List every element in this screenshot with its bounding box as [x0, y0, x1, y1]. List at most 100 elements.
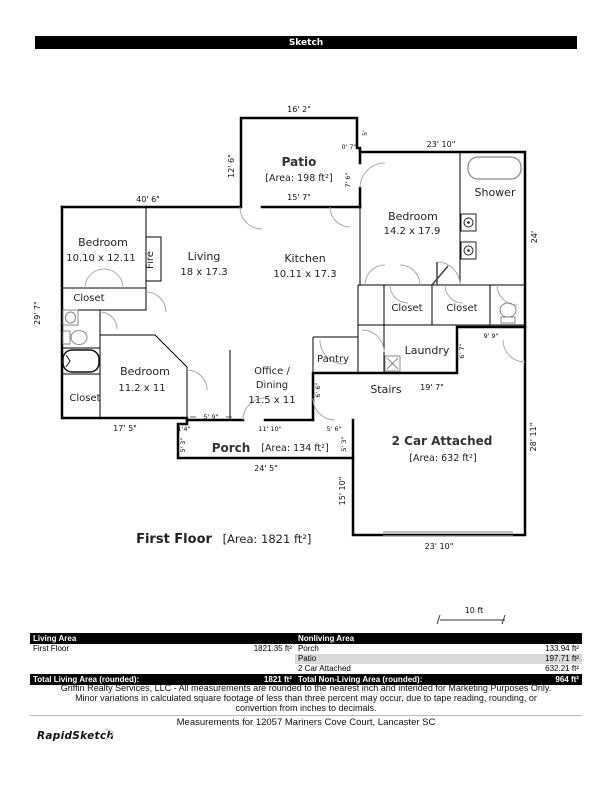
- room-label-closet-m1: Closet: [391, 303, 422, 314]
- dim-porch-step: 5' 9": [203, 413, 218, 421]
- room-label-office-1: Office /: [254, 366, 290, 377]
- table-header-row: Living Area Nonliving Area: [30, 633, 582, 644]
- nonliving-row-label: Porch: [297, 644, 319, 653]
- room-area-porch: [Area: 134 ft²]: [261, 443, 328, 454]
- page-title-bar: Sketch: [35, 36, 577, 49]
- room-label-shower: Shower: [475, 186, 516, 199]
- dim-patio-left: 12' 6": [227, 154, 236, 178]
- rapidsketch-logo: RapidSketch: [37, 728, 114, 742]
- fireplace: [145, 236, 162, 282]
- door-arcs: [84, 162, 526, 421]
- dim-master-top: 23' 10": [427, 140, 456, 149]
- exterior-walls: [60, 116, 527, 537]
- total-nonliving-label: Total Non-Living Area (rounded):: [297, 675, 423, 684]
- room-label-stairs: Stairs: [370, 383, 402, 396]
- first-floor-area: [Area: 1821 ft²]: [223, 532, 312, 546]
- room-dims-living: 18 x 17.3: [180, 267, 227, 278]
- total-nonliving-value: 964 ft²: [555, 675, 579, 684]
- total-living-label: Total Living Area (rounded):: [33, 675, 140, 684]
- total-living-value: 1821 ft²: [263, 675, 292, 684]
- room-label-bedroom2: Bedroom: [120, 365, 170, 378]
- dim-patio-bottom: 15' 7": [287, 193, 311, 202]
- dim-notch-h: 0' 7": [341, 143, 356, 151]
- dim-house-bottom-left: 17' 5": [113, 424, 137, 433]
- dim-garage-right: 28' 11": [529, 423, 538, 452]
- table-row: 2 Car Attached 632.21 ft²: [30, 664, 582, 674]
- dim-notch-v: 5': [361, 130, 369, 136]
- living-row-value: 1821.35 ft²: [253, 644, 292, 653]
- garage-door: [383, 531, 513, 537]
- sink-icon-left: [62, 309, 79, 326]
- nonliving-row-value: 632.21 ft²: [545, 664, 579, 673]
- disclaimer-line-3: convertion from inches to decimals.: [235, 702, 377, 713]
- toilet-icon-master: [499, 302, 517, 324]
- scale-bar: 10 ft: [436, 606, 506, 625]
- room-label-master-bedroom: Bedroom: [388, 210, 438, 223]
- room-labels: Patio [Area: 198 ft²] Bedroom 14.2 x 17.…: [66, 155, 516, 464]
- table-total-row: Total Living Area (rounded): 1821 ft² To…: [30, 674, 582, 685]
- room-label-closet-m2: Closet: [446, 303, 477, 314]
- area-summary-table: Living Area Nonliving Area First Floor 1…: [30, 633, 582, 685]
- bathtub-left: [62, 349, 100, 373]
- sink-icons-master: [460, 213, 477, 260]
- table-row: First Floor 1821.35 ft² Porch 133.94 ft²: [30, 644, 582, 654]
- address-line: Measurements for 12057 Mariners Cove Cou…: [176, 717, 436, 729]
- dimension-labels: 16' 2" 12' 6" 15' 7" 0' 7" 5' 7' 6" 23' …: [33, 105, 539, 551]
- room-area-patio: [Area: 198 ft²]: [265, 173, 332, 184]
- floor-caption: First Floor [Area: 1821 ft²]: [136, 532, 311, 547]
- bathtub-master: [467, 156, 522, 180]
- room-label-fireplace: Fire: [145, 251, 156, 269]
- divider: [30, 715, 582, 717]
- dim-house-top: 40' 6": [136, 195, 160, 204]
- nonliving-area-header: Nonliving Area: [297, 634, 355, 643]
- nonliving-row-label: Patio: [294, 654, 461, 664]
- room-label-garage: 2 Car Attached: [392, 434, 493, 448]
- living-area-header: Living Area: [33, 634, 77, 643]
- dim-porch-top: 11' 10": [258, 425, 281, 433]
- room-label-office-2: Dining: [256, 380, 288, 391]
- dim-porch-step2: 1'4": [177, 425, 190, 433]
- rapidsketch-logo-text: RapidSketch: [37, 730, 114, 742]
- room-label-kitchen: Kitchen: [284, 252, 325, 265]
- floor-plan: 16' 2" 12' 6" 15' 7" 0' 7" 5' 7' 6" 23' …: [33, 105, 539, 625]
- dim-master-right: 24': [530, 231, 539, 243]
- first-floor-label: First Floor: [136, 532, 212, 547]
- room-label-closet1: Closet: [73, 293, 104, 304]
- dim-house-left: 29' 7": [33, 301, 42, 325]
- room-dims-master-bedroom: 14.2 x 17.9: [384, 226, 441, 237]
- page-title: Sketch: [288, 37, 324, 48]
- room-dims-bedroom2: 11.2 x 11: [118, 383, 165, 394]
- room-label-closet2: Closet: [69, 393, 100, 404]
- room-label-porch: Porch: [212, 441, 251, 455]
- room-label-bedroom1: Bedroom: [78, 236, 128, 249]
- room-label-patio: Patio: [282, 155, 317, 169]
- dim-porch-right: 5' 3": [340, 436, 348, 451]
- dim-stairs-top: 19' 7": [420, 383, 444, 392]
- nonliving-row-value: 197.71 ft²: [460, 654, 582, 664]
- disclaimer-line-1: Griffin Realty Services, LLC - All measu…: [60, 683, 552, 693]
- dim-patio-top: 16' 2": [287, 105, 311, 114]
- living-row-label: First Floor: [33, 644, 69, 653]
- table-row: Patio 197.71 ft²: [30, 654, 582, 664]
- room-label-pantry: Pantry: [317, 354, 349, 365]
- logo-swoosh: [104, 728, 114, 741]
- nonliving-row-label: 2 Car Attached: [297, 664, 351, 673]
- nonliving-row-value: 133.94 ft²: [545, 644, 579, 653]
- dim-porch-left: 5' 3": [179, 437, 187, 452]
- dim-garage-left: 15' 10": [338, 477, 347, 506]
- dim-porch-top-right: 5' 6": [326, 425, 341, 433]
- toilet-icon-left: [62, 330, 88, 345]
- room-dims-kitchen: 10.11 x 17.3: [273, 269, 336, 280]
- room-area-garage: [Area: 632 ft²]: [409, 453, 476, 464]
- room-label-living: Living: [188, 250, 221, 263]
- disclaimer: Griffin Realty Services, LLC - All measu…: [30, 683, 582, 729]
- dim-stairs-left: 6' 6": [314, 382, 322, 397]
- dim-master-west: 7' 6": [344, 172, 352, 187]
- dim-laundry-right: 6' 7": [458, 343, 466, 358]
- disclaimer-line-2: Minor variations in calculated square fo…: [75, 692, 537, 703]
- dim-garage-bottom: 23' 10": [425, 542, 454, 551]
- door-leaves: [431, 262, 449, 286]
- room-dims-bedroom1: 10.10 x 12.11: [66, 253, 136, 264]
- dim-porch-bottom: 24' 5": [254, 464, 278, 473]
